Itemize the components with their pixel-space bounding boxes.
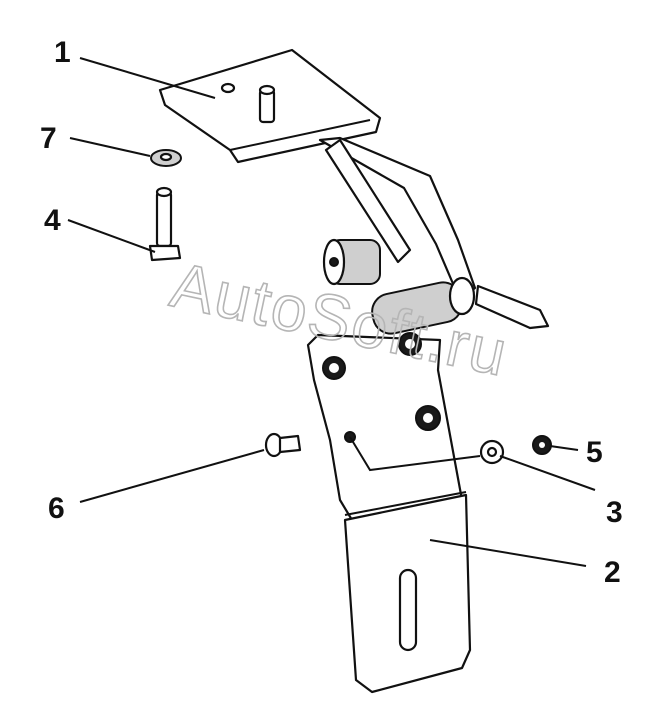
callout-3: 3	[606, 496, 623, 529]
washer-7	[150, 149, 182, 167]
bolt-4	[148, 186, 182, 262]
leader-lines	[67, 57, 596, 567]
callout-2: 2	[604, 556, 621, 589]
callout-6: 6	[48, 492, 65, 525]
callout-7: 7	[40, 122, 57, 155]
washer-3	[479, 439, 505, 465]
callout-1: 1	[54, 36, 71, 69]
bracket-plate	[306, 333, 472, 694]
pedal-assembly	[158, 48, 550, 335]
bracket-studs	[322, 332, 441, 431]
callout-4: 4	[44, 204, 61, 237]
nut-5	[532, 435, 552, 455]
callout-5: 5	[586, 436, 603, 469]
bolt-6	[264, 432, 302, 458]
